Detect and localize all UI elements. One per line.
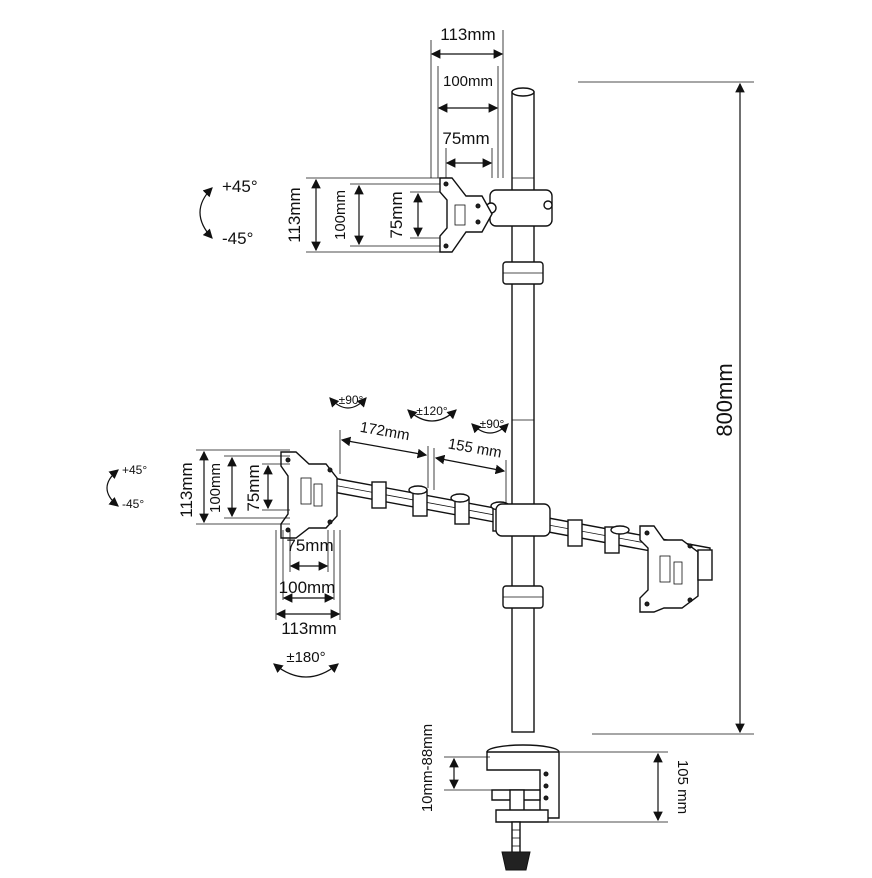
top-width-100-label: 100mm bbox=[443, 73, 493, 90]
left-vesa-plate bbox=[280, 451, 338, 539]
left-width-75-label: 75mm bbox=[286, 536, 333, 555]
left-tilt-up-label: +45° bbox=[122, 463, 147, 477]
left-tilt-arrow bbox=[106, 469, 119, 507]
rotate-label: ±180° bbox=[286, 649, 325, 666]
rotate-arrow bbox=[273, 663, 339, 678]
left-tilt-down-label: -45° bbox=[122, 497, 144, 511]
left-dimensions bbox=[196, 449, 341, 620]
left-width-113-label: 113mm bbox=[281, 619, 336, 638]
swivel-mid-label: ±120° bbox=[416, 404, 448, 418]
arm-segment-dimensions bbox=[339, 430, 507, 504]
right-vesa-plate bbox=[639, 525, 713, 613]
top-vesa-plate bbox=[439, 177, 493, 253]
height-dimension bbox=[578, 81, 754, 735]
top-tilt-arrow bbox=[199, 187, 213, 239]
arm-segment-155-label: 155 mm bbox=[447, 435, 503, 461]
arm-segment-172-label: 172mm bbox=[359, 419, 411, 444]
top-tilt-up-label: +45° bbox=[222, 177, 258, 196]
desk-clamp bbox=[486, 744, 560, 871]
swivel-right-label: ±90° bbox=[480, 417, 505, 431]
top-width-113-label: 113mm bbox=[440, 25, 495, 44]
left-width-100-label: 100mm bbox=[279, 578, 336, 597]
clamp-dimensions bbox=[444, 751, 668, 823]
top-height-113-label: 113mm bbox=[285, 187, 304, 242]
top-height-75-label: 75mm bbox=[387, 191, 406, 238]
arm-mount bbox=[495, 503, 551, 537]
top-joint bbox=[485, 189, 553, 227]
clamp-range-label: 10mm-88mm bbox=[419, 724, 436, 812]
top-width-75-label: 75mm bbox=[442, 129, 489, 148]
left-height-75-label: 75mm bbox=[244, 464, 263, 511]
pole-collar-top bbox=[502, 261, 544, 285]
top-tilt-down-label: -45° bbox=[222, 229, 253, 248]
swivel-arrows bbox=[329, 397, 509, 434]
top-height-100-label: 100mm bbox=[332, 190, 349, 240]
left-height-100-label: 100mm bbox=[207, 463, 224, 513]
pole-height-label: 800mm bbox=[712, 363, 737, 436]
left-height-113-label: 113mm bbox=[177, 462, 196, 517]
top-dimensions bbox=[306, 30, 504, 253]
swivel-left-label: ±90° bbox=[339, 393, 364, 407]
clamp-height-label: 105 mm bbox=[674, 760, 691, 814]
pole-collar-bottom bbox=[502, 585, 544, 609]
pole bbox=[511, 87, 535, 733]
